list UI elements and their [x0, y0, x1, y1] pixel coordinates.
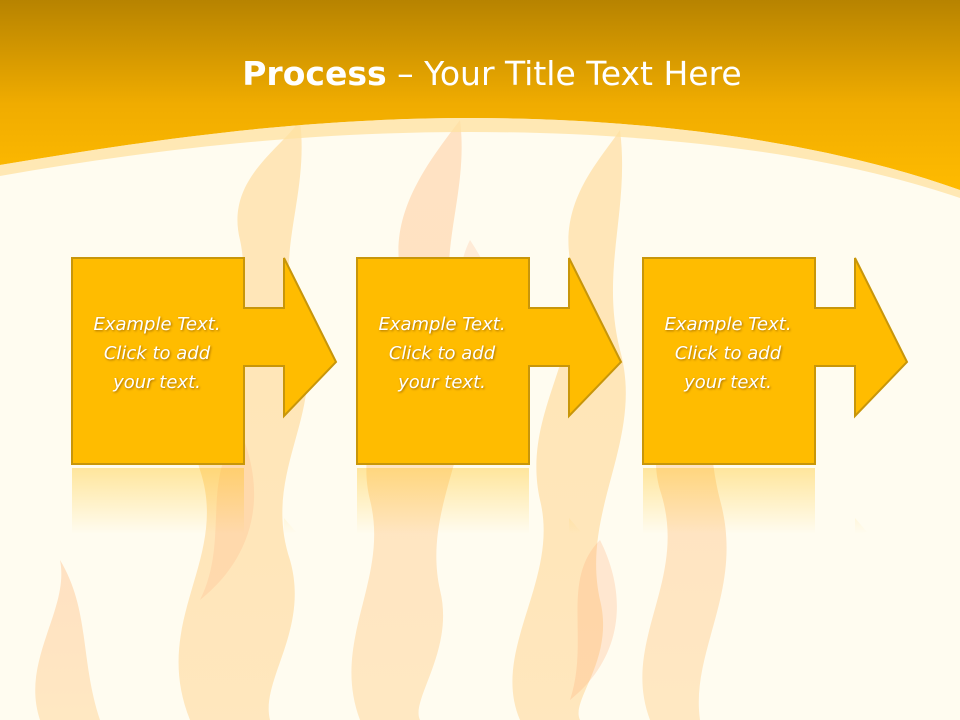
process-step-3[interactable]: Example Text. Click to add your text.: [641, 256, 909, 536]
step-arrow-shape: [71, 257, 338, 534]
slide-title[interactable]: Process – Your Title Text Here: [0, 52, 960, 96]
process-step-2[interactable]: Example Text. Click to add your text.: [355, 256, 623, 536]
process-step-1[interactable]: Example Text. Click to add your text.: [70, 256, 338, 536]
title-band-highlight: [0, 118, 960, 198]
step-text[interactable]: Example Text. Click to add your text.: [664, 314, 792, 393]
step-arrow-shape: [642, 257, 909, 534]
title-strong: Process: [242, 54, 387, 93]
step-arrow-shape: [356, 257, 623, 534]
title-band: [0, 0, 960, 190]
step-text[interactable]: Example Text. Click to add your text.: [93, 314, 221, 393]
step-text[interactable]: Example Text. Click to add your text.: [378, 314, 506, 393]
title-rest: – Your Title Text Here: [386, 54, 742, 93]
